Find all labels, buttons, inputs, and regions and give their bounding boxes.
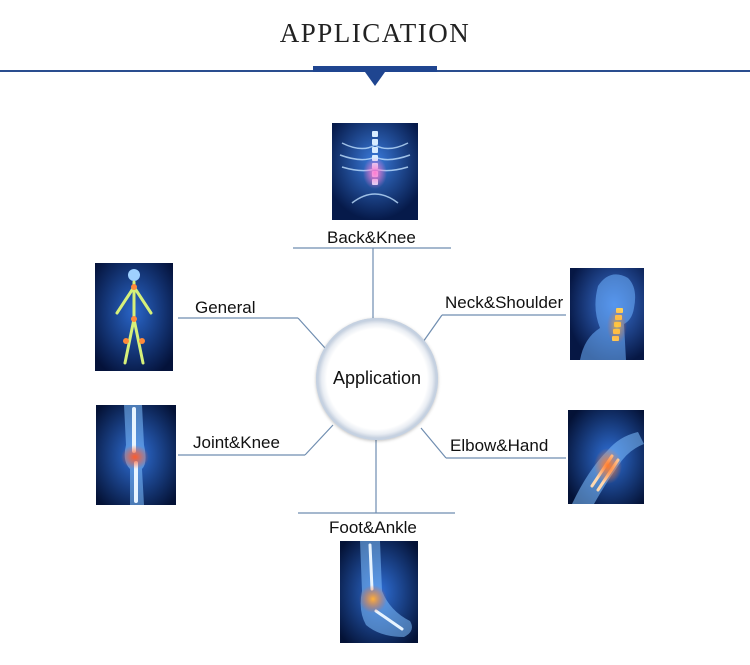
elbow-hand-connector	[420, 427, 447, 459]
knee-xray-icon	[96, 405, 176, 505]
spine-xray-icon	[332, 123, 418, 220]
general-connector	[297, 317, 326, 349]
general-label: General	[195, 298, 256, 317]
page-title: APPLICATION	[279, 18, 471, 48]
back-knee-label: Back&Knee	[327, 228, 416, 247]
application-hub: Application	[316, 318, 438, 440]
elbow-hand-label: Elbow&Hand	[450, 436, 549, 455]
neck-shoulder-connector	[422, 314, 443, 343]
neck-xray-icon	[570, 268, 644, 360]
full-body-xray-icon	[95, 263, 173, 371]
joint-knee-connector	[304, 424, 334, 456]
ankle-xray-icon	[340, 541, 418, 643]
title-down-arrow-icon	[365, 72, 385, 86]
title-accent-bar	[313, 66, 437, 72]
elbow-xray-icon	[568, 410, 644, 504]
hub-label: Application	[332, 368, 422, 388]
joint-knee-label: Joint&Knee	[193, 433, 280, 452]
foot-ankle-label: Foot&Ankle	[329, 518, 417, 537]
neck-shoulder-label: Neck&Shoulder	[445, 293, 564, 312]
